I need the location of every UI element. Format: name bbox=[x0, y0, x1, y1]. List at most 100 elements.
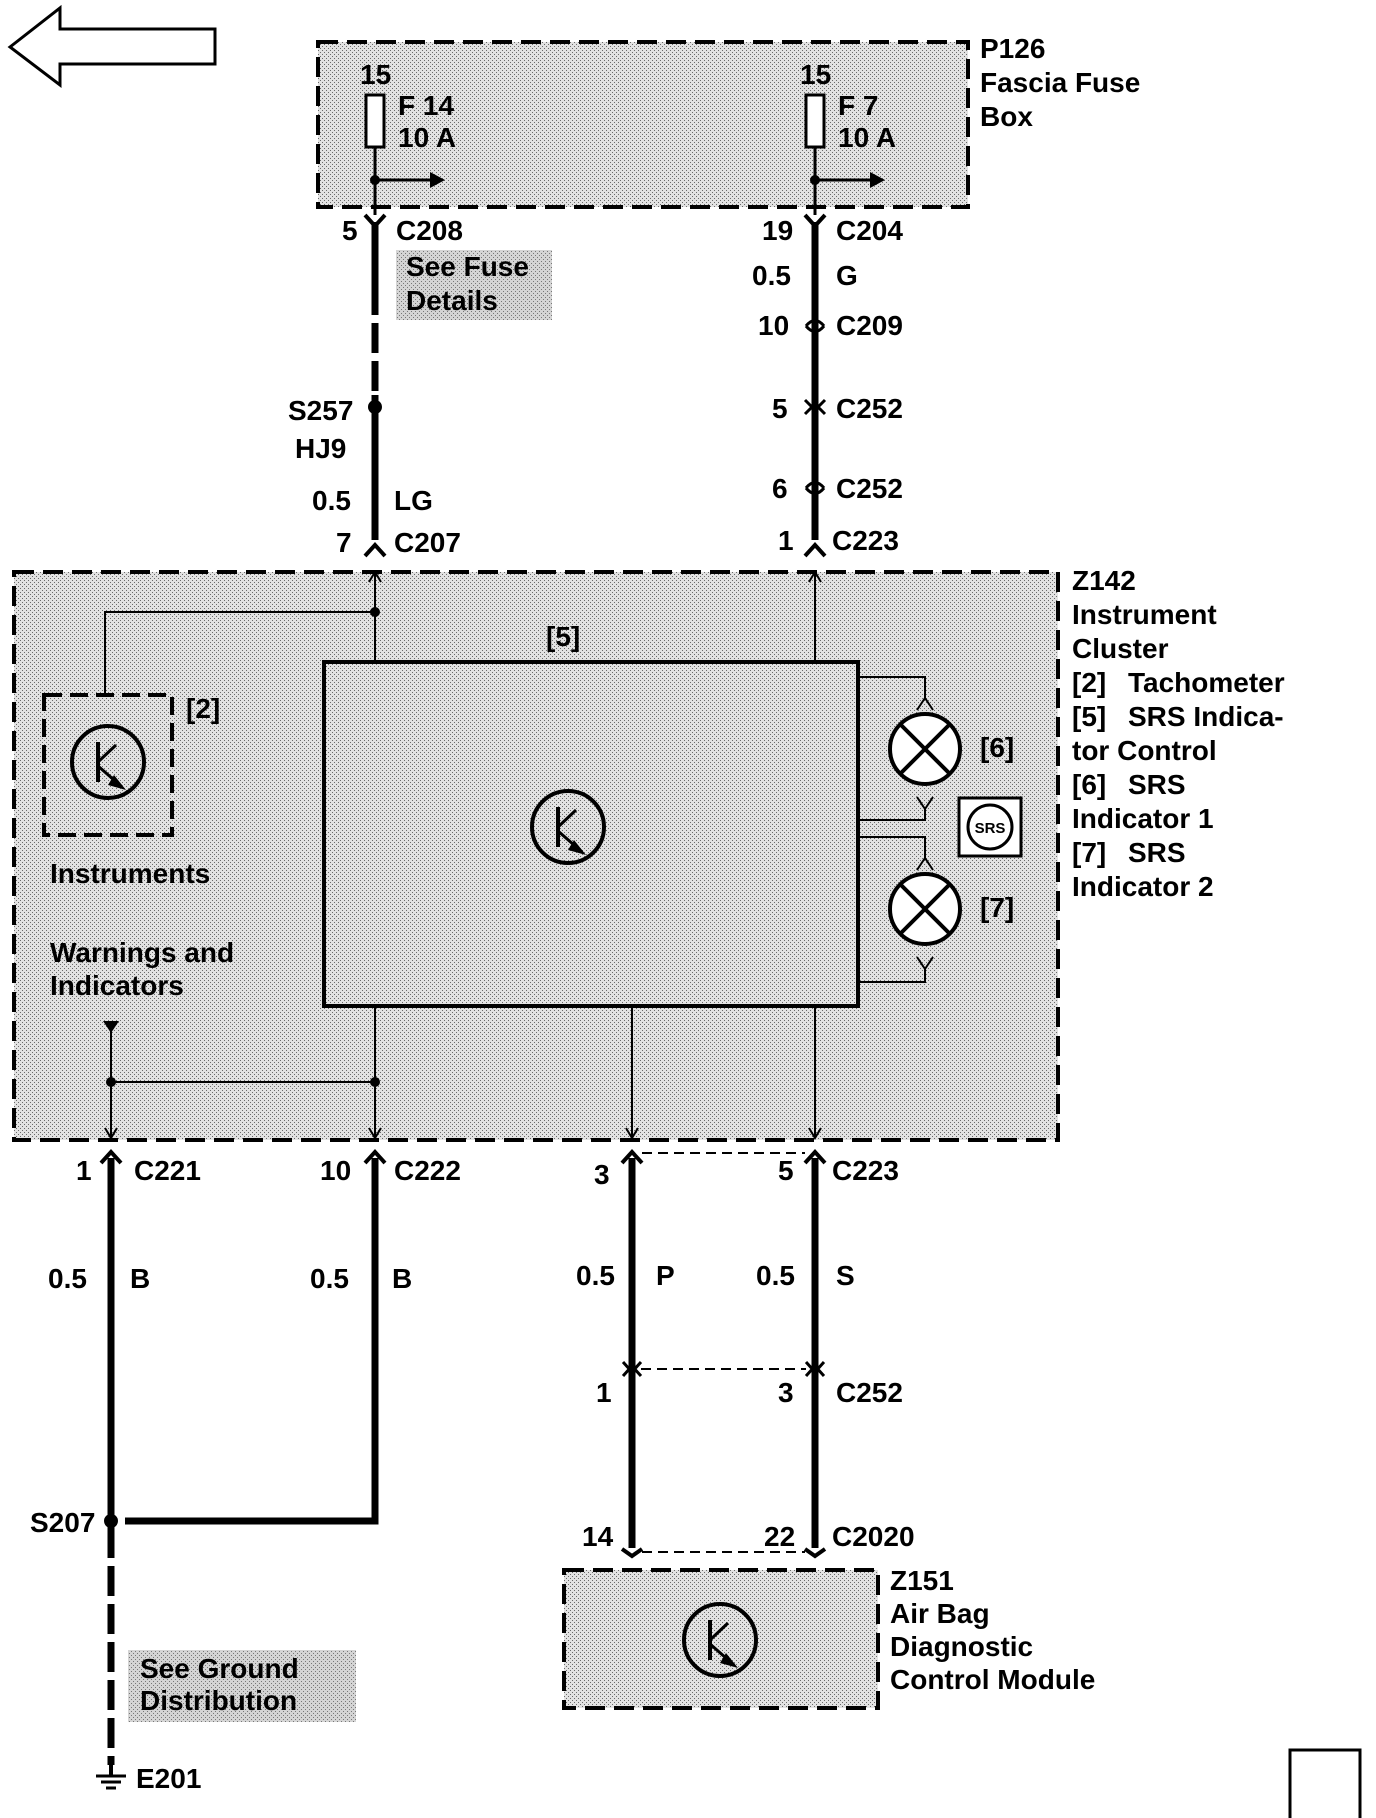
fuse-right-pin: 15 bbox=[800, 59, 831, 90]
legend-ref-6: [6] bbox=[1072, 769, 1106, 800]
cluster-name-1: Instrument bbox=[1072, 599, 1217, 630]
fuse-right-id: F 7 bbox=[838, 90, 878, 121]
ref-5: [5] bbox=[546, 621, 580, 652]
wire-c222 bbox=[125, 1149, 387, 1525]
c221-color: B bbox=[130, 1263, 150, 1294]
warnings-label-1: Warnings and bbox=[50, 937, 234, 968]
wire-c221 bbox=[99, 1149, 123, 1765]
c252-bottom-id: C252 bbox=[836, 1377, 903, 1408]
c252-right-pin: 3 bbox=[778, 1377, 794, 1408]
wire-p-s-twisted bbox=[620, 1149, 827, 1559]
p-wire-color: P bbox=[656, 1260, 675, 1291]
c2020-right-pin: 22 bbox=[764, 1521, 795, 1552]
fuse-box-name-1: Fascia Fuse bbox=[980, 67, 1140, 98]
left-wire-color: LG bbox=[394, 485, 433, 516]
cluster-id: Z142 bbox=[1072, 565, 1136, 596]
instruments-label: Instruments bbox=[50, 858, 210, 889]
c252b-id: C252 bbox=[836, 473, 903, 504]
c221-id: C221 bbox=[134, 1155, 201, 1186]
fuse-left-rating: 10 A bbox=[398, 122, 456, 153]
legend-text-7b: Indicator 2 bbox=[1072, 871, 1214, 902]
c223-top-pin: 1 bbox=[778, 525, 794, 556]
ground-note-1: See Ground bbox=[140, 1653, 299, 1684]
legend-text-2: Tachometer bbox=[1128, 667, 1285, 698]
c223-s-pin: 5 bbox=[778, 1155, 794, 1186]
c222-gauge: 0.5 bbox=[310, 1263, 349, 1294]
s257-harness: HJ9 bbox=[295, 433, 346, 464]
c207-pin: 7 bbox=[336, 527, 352, 558]
ref-2: [2] bbox=[186, 693, 220, 724]
fuse-left-pin: 15 bbox=[360, 59, 391, 90]
c223-s-id: C223 bbox=[832, 1155, 899, 1186]
c208-pin: 5 bbox=[342, 215, 358, 246]
transistor-icon bbox=[70, 724, 146, 800]
wire-left-lg bbox=[363, 213, 387, 558]
instrument-cluster: SRS [5] [2] [6] [7] Instruments Warnings… bbox=[12, 570, 1060, 1142]
right-wire-color: G bbox=[836, 260, 858, 291]
c204-pin: 19 bbox=[762, 215, 793, 246]
airbag-module bbox=[562, 1568, 880, 1710]
c221-gauge: 0.5 bbox=[48, 1263, 87, 1294]
cluster-name-2: Cluster bbox=[1072, 633, 1169, 664]
legend-text-6: SRS bbox=[1128, 769, 1186, 800]
airbag-line1: Air Bag bbox=[890, 1598, 990, 1629]
c2020-left-pin: 14 bbox=[582, 1521, 614, 1552]
ref-6: [6] bbox=[980, 732, 1014, 763]
left-wire-gauge: 0.5 bbox=[312, 485, 351, 516]
fuse-icon bbox=[804, 93, 826, 149]
c252a-pin: 5 bbox=[772, 393, 788, 424]
fuse-box-id: P126 bbox=[980, 33, 1045, 64]
c208-id: C208 bbox=[396, 215, 463, 246]
airbag-id: Z151 bbox=[890, 1565, 954, 1596]
s207-id: S207 bbox=[30, 1507, 95, 1538]
fuse-box: 15 F 14 10 A 15 F 7 10 A bbox=[316, 40, 970, 215]
ground-distribution-note[interactable]: See Ground Distribution bbox=[128, 1650, 356, 1722]
back-arrow-icon[interactable] bbox=[7, 4, 217, 89]
c222-pin: 10 bbox=[320, 1155, 351, 1186]
s-wire-color: S bbox=[836, 1260, 855, 1291]
lamp-icon bbox=[888, 712, 962, 786]
lamp-icon bbox=[888, 872, 962, 946]
srs-icon-text: SRS bbox=[975, 820, 1006, 837]
c209-id: C209 bbox=[836, 310, 903, 341]
srs-icon: SRS bbox=[957, 796, 1023, 858]
c204-id: C204 bbox=[836, 215, 903, 246]
warnings-label-2: Indicators bbox=[50, 970, 184, 1001]
legend-ref-5: [5] bbox=[1072, 701, 1106, 732]
fuse-box-name-2: Box bbox=[980, 101, 1033, 132]
c222-id: C222 bbox=[394, 1155, 461, 1186]
ref-7: [7] bbox=[980, 892, 1014, 923]
c223-top-id: C223 bbox=[832, 525, 899, 556]
legend-ref-2: [2] bbox=[1072, 667, 1106, 698]
e201-id: E201 bbox=[136, 1763, 201, 1794]
c221-pin: 1 bbox=[76, 1155, 92, 1186]
c222-color: B bbox=[392, 1263, 412, 1294]
ground-icon bbox=[96, 1765, 126, 1790]
s257-id: S257 bbox=[288, 395, 353, 426]
legend-text-7: SRS bbox=[1128, 837, 1186, 868]
fuse-note-1: See Fuse bbox=[406, 251, 529, 282]
fuse-icon bbox=[364, 93, 386, 149]
airbag-line3: Control Module bbox=[890, 1664, 1095, 1695]
right-wire-gauge: 0.5 bbox=[752, 260, 791, 291]
transistor-icon bbox=[530, 789, 606, 865]
legend-text-5: SRS Indica- bbox=[1128, 701, 1284, 732]
transistor-icon bbox=[682, 1602, 758, 1678]
fuse-note-2: Details bbox=[406, 285, 498, 316]
ground-note-2: Distribution bbox=[140, 1685, 297, 1716]
legend-text-6b: Indicator 1 bbox=[1072, 803, 1214, 834]
cluster-legend: Z142 Instrument Cluster [2] Tachometer [… bbox=[1072, 565, 1285, 902]
wire-right-g bbox=[803, 213, 827, 558]
c252b-pin: 6 bbox=[772, 473, 788, 504]
c252a-id: C252 bbox=[836, 393, 903, 424]
page-corner-box bbox=[1288, 1748, 1362, 1818]
legend-text-5b: tor Control bbox=[1072, 735, 1217, 766]
c252-left-pin: 1 bbox=[596, 1377, 612, 1408]
s-wire-gauge: 0.5 bbox=[756, 1260, 795, 1291]
fuse-details-note[interactable]: See Fuse Details bbox=[396, 250, 552, 320]
legend-ref-7: [7] bbox=[1072, 837, 1106, 868]
c207-id: C207 bbox=[394, 527, 461, 558]
airbag-line2: Diagnostic bbox=[890, 1631, 1033, 1662]
fuse-right-rating: 10 A bbox=[838, 122, 896, 153]
